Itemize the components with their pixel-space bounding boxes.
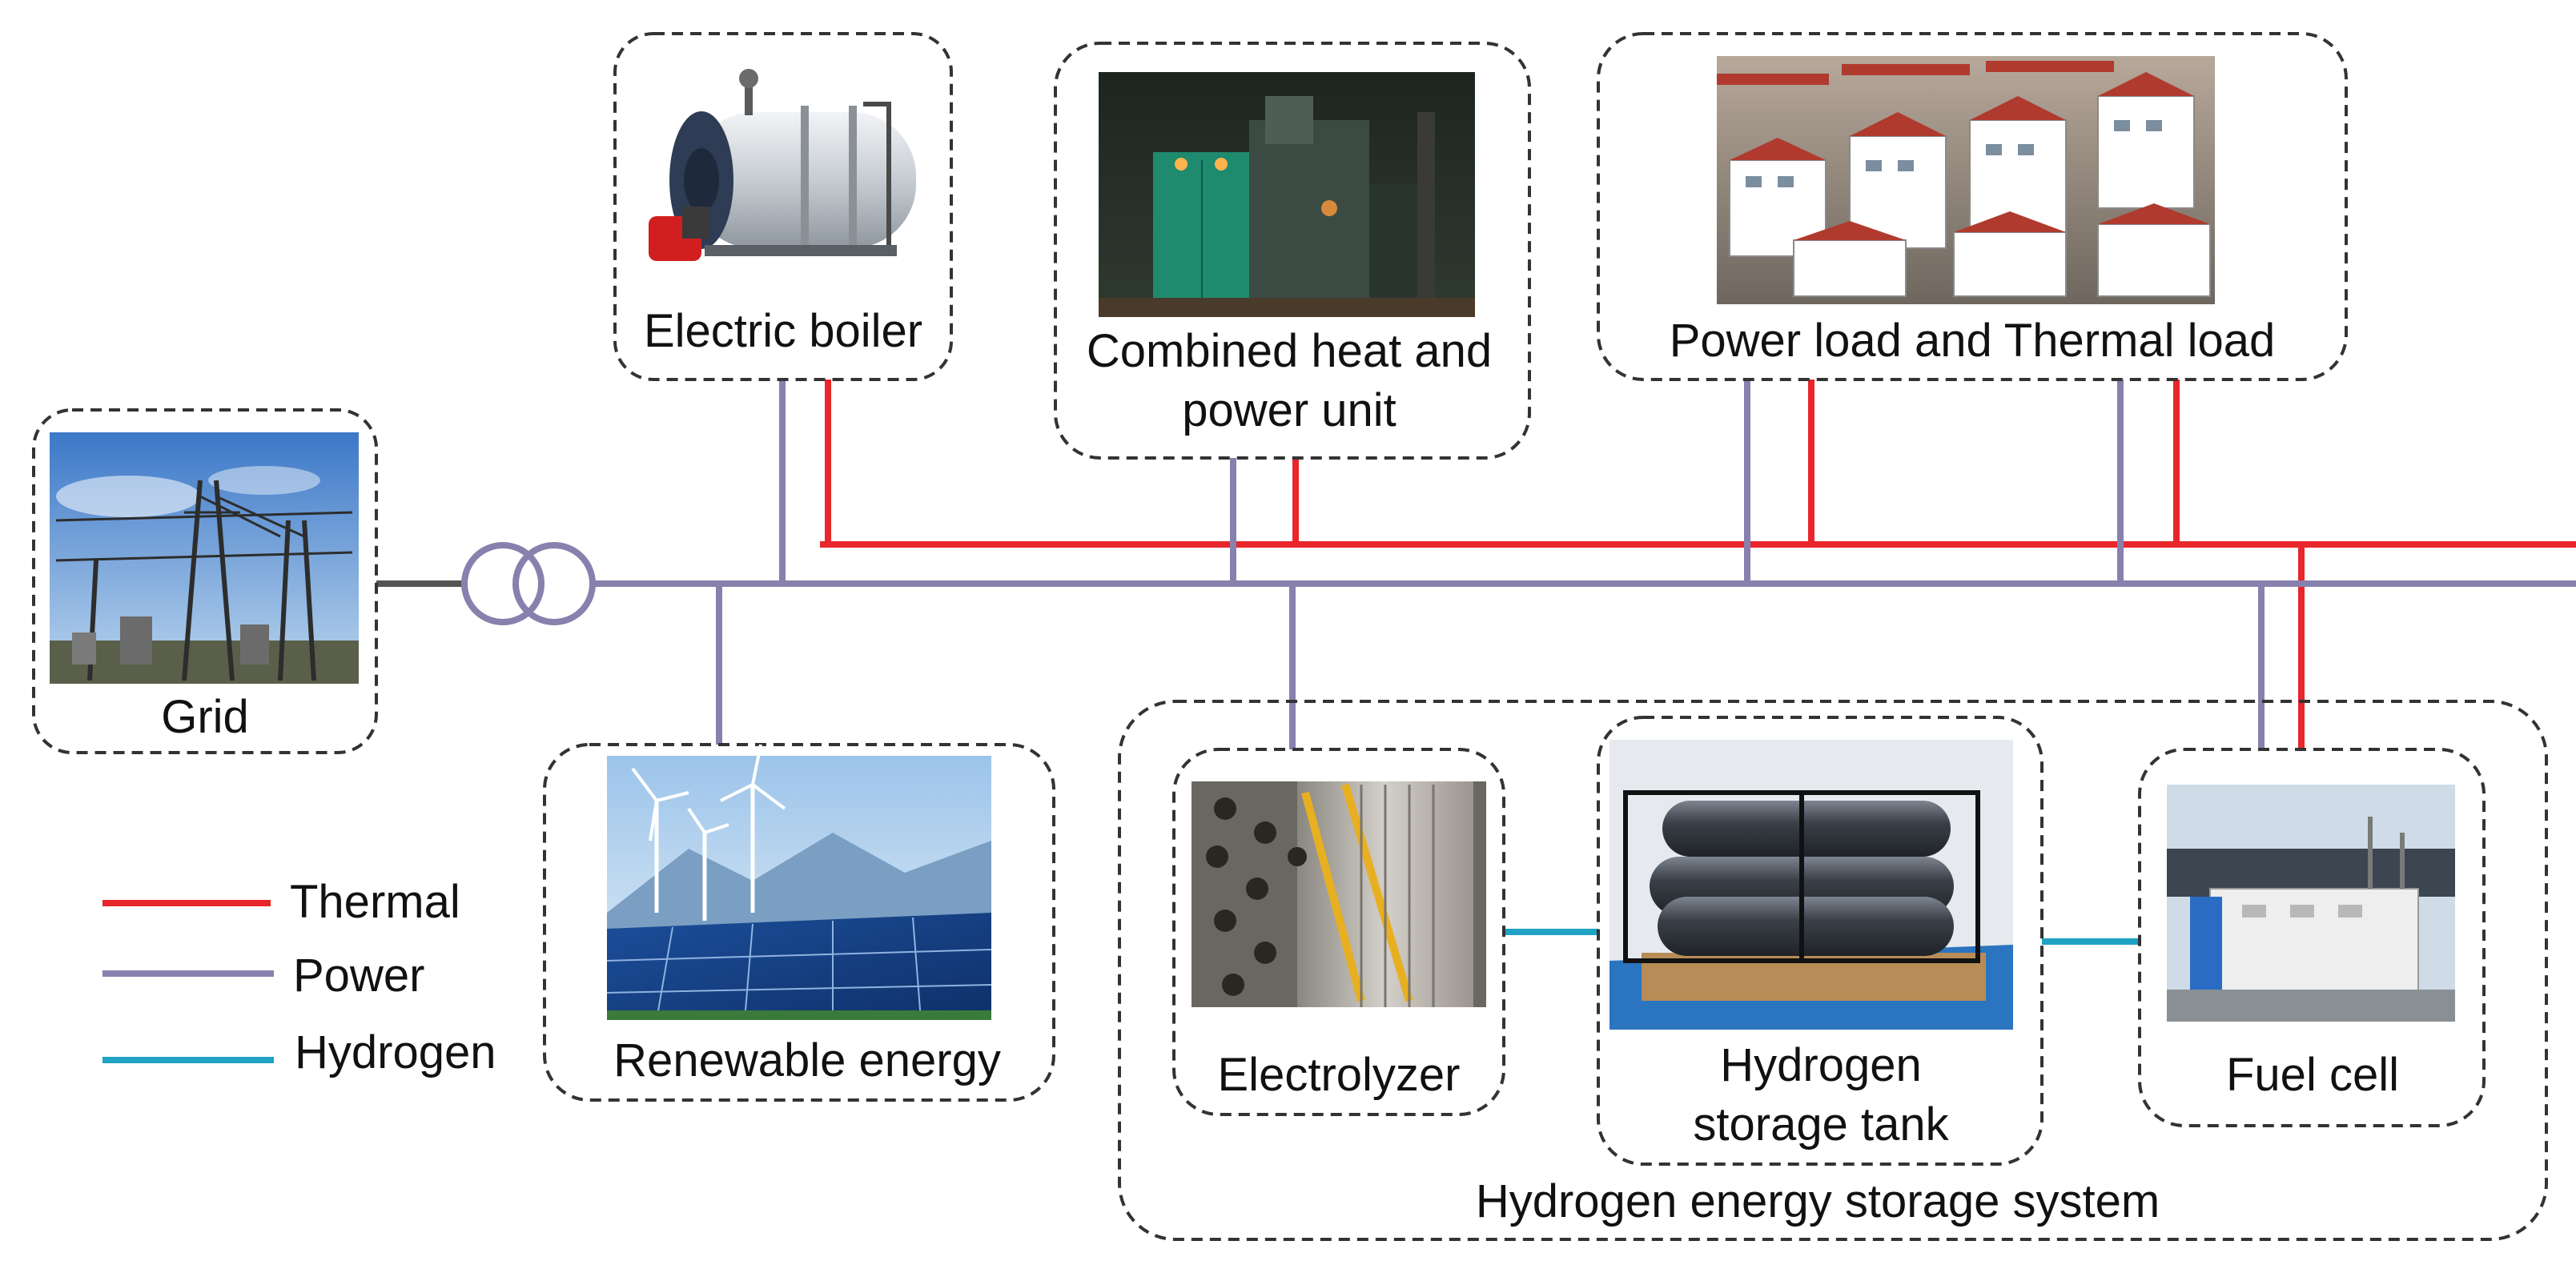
- transformer-icon: [461, 542, 596, 625]
- loads-label: Power load and Thermal load: [1670, 315, 2276, 367]
- storage-tank-label-line1: Hydrogen: [1720, 1039, 1921, 1091]
- electric-boiler-node: Electric boiler: [613, 32, 953, 381]
- grid-node: Grid: [32, 408, 378, 754]
- residential-buildings-photo: [1717, 56, 2215, 304]
- electrolyzer-label: Electrolyzer: [1218, 1049, 1461, 1101]
- hydrogen-lines: [1504, 929, 2140, 945]
- chp-unit-photo: [1099, 72, 1475, 317]
- power-lines: [593, 380, 2576, 749]
- storage-tank-node: Hydrogen storage tank: [1597, 716, 2044, 1166]
- legend-hydrogen-label: Hydrogen: [295, 1026, 496, 1078]
- wind-solar-photo: [606, 744, 992, 1021]
- legend: Thermal Power Hydrogen: [102, 876, 496, 1078]
- electrolyzer-box: [1172, 748, 1505, 1116]
- grid-label: Grid: [161, 691, 249, 743]
- loads-node: Power load and Thermal load: [1597, 32, 2348, 381]
- substation-photo: [50, 432, 359, 684]
- electric-boiler-box: [613, 32, 953, 381]
- storage-tank-label-line2: storage tank: [1693, 1098, 1949, 1151]
- grid-box: [32, 408, 378, 754]
- renewable-box: [543, 743, 1055, 1102]
- fuel-cell-photo: [2167, 785, 2455, 1022]
- electrolyzer-node: Electrolyzer: [1172, 748, 1505, 1116]
- fuel-cell-node: Fuel cell: [2138, 748, 2486, 1127]
- boiler-photo: [649, 69, 916, 261]
- chp-box: [1054, 42, 1531, 460]
- hydrogen-tank-photo: [1609, 740, 2013, 1030]
- electrolyzer-photo: [1192, 781, 1486, 1007]
- storage-tank-box: [1597, 716, 2044, 1166]
- renewable-node: Renewable energy: [543, 743, 1055, 1102]
- loads-box: [1597, 32, 2348, 381]
- legend-power-label: Power: [293, 950, 424, 1002]
- chp-node: Combined heat and power unit: [1054, 42, 1531, 460]
- legend-thermal-label: Thermal: [290, 876, 460, 928]
- electric-boiler-label: Electric boiler: [644, 305, 922, 357]
- chp-label-line1: Combined heat and: [1087, 325, 1492, 377]
- hess-node: Hydrogen energy storage system: [1118, 700, 2548, 1241]
- fuel-cell-label: Fuel cell: [2226, 1049, 2399, 1101]
- connection-lines: [376, 380, 2576, 945]
- renewable-label: Renewable energy: [613, 1034, 1001, 1086]
- hess-label: Hydrogen energy storage system: [1476, 1175, 2160, 1227]
- chp-label-line2: power unit: [1182, 384, 1397, 436]
- thermal-lines: [820, 380, 2576, 749]
- fuel-cell-box: [2138, 748, 2486, 1127]
